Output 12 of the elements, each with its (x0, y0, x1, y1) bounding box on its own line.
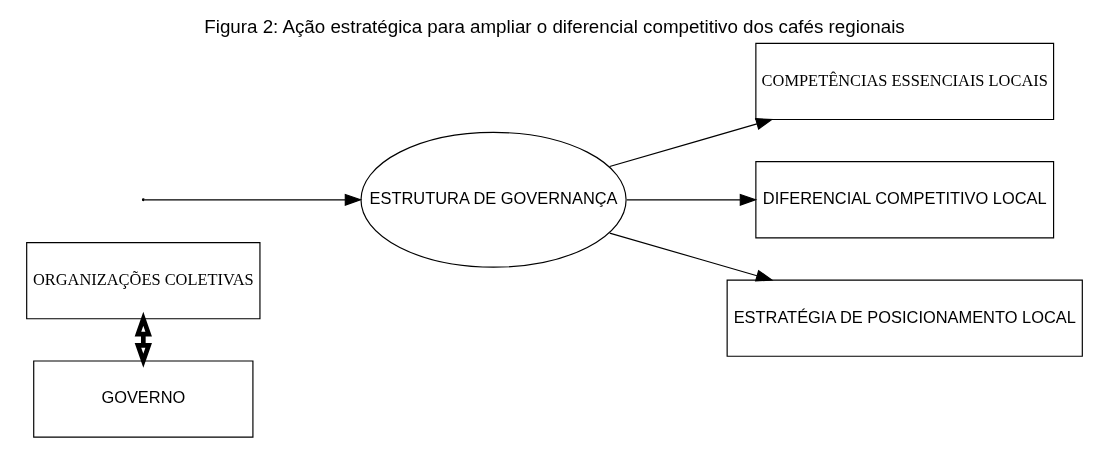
arrow (626, 193, 758, 206)
node-box: ESTRATÉGIA DE POSICIONAMENTO LOCAL (726, 279, 1083, 357)
arrow (143, 193, 363, 206)
arrow (609, 118, 774, 168)
arrow (609, 232, 774, 282)
arrow (134, 311, 152, 368)
node-ellipse: ESTRUTURA DE GOVERNANÇA (360, 131, 627, 268)
node-box: ORGANIZAÇÕES COLETIVAS (26, 242, 261, 320)
diagram-title: Figura 2: Ação estratégica para ampliar o diferencial competitivo dos cafés regionais (204, 15, 905, 37)
node-box: GOVERNO (33, 360, 254, 438)
node-box: COMPETÊNCIAS ESSENCIAIS LOCAIS (755, 42, 1055, 121)
node-box: DIFERENCIAL COMPETITIVO LOCAL (755, 161, 1055, 239)
